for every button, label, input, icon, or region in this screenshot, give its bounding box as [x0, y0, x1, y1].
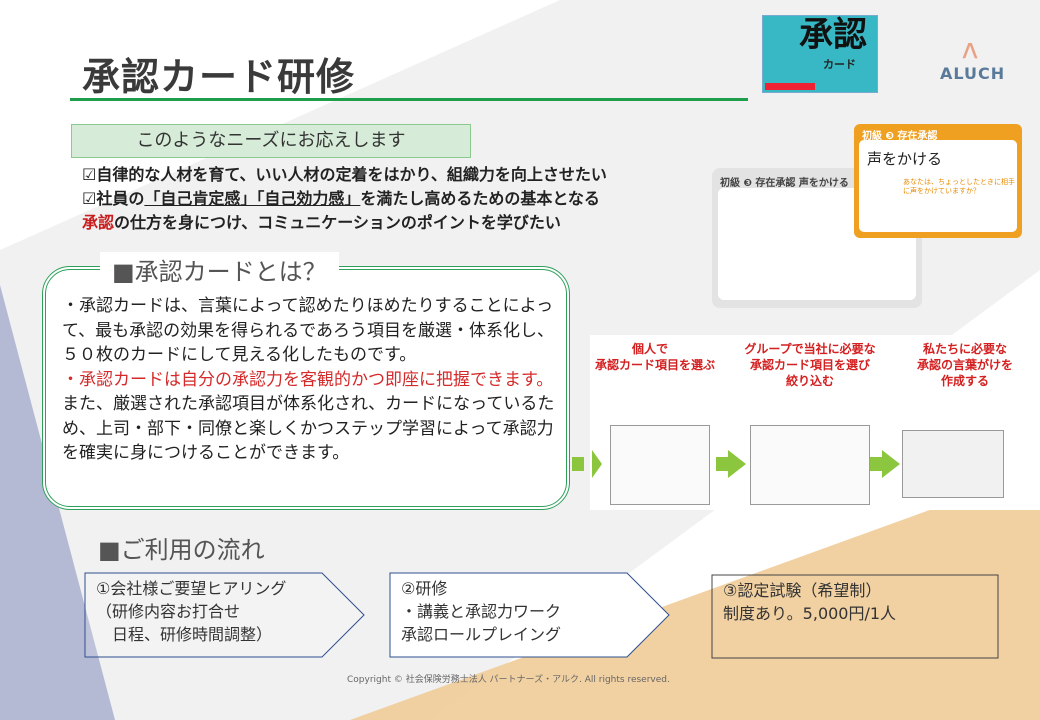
- aluch-logo: ᴧ ALUCH: [940, 32, 1006, 84]
- copyright: Copyright © 社会保険労務士法人 パートナーズ・アルク. All ri…: [347, 675, 670, 685]
- flow-step-1: ①会社様ご要望ヒアリング （研修内容お打合せ 日程、研修時間調整）: [84, 572, 366, 658]
- needs-list: ☑自律的な人材を育て、いい人材の定着をはかり、組織力を向上させたい ☑社員の「自…: [82, 163, 607, 235]
- flow-heading: ■ご利用の流れ: [98, 536, 265, 564]
- ribbon-icon: ᴧ: [961, 32, 979, 65]
- arrow-right-icon: [572, 450, 602, 478]
- workshop-steps-image: 個人で 承認カード項目を選ぶ グループで当社に必要な 承認カード項目を選び 絞り…: [572, 335, 1040, 510]
- what-description: ・承認カードは、言葉によって認めたりほめたりすることによって、最も承認の効果を得…: [62, 296, 555, 463]
- group-illustration: [750, 425, 870, 505]
- step-label: グループで当社に必要な 承認カード項目を選び 絞り込む: [744, 342, 876, 388]
- need-item: ☑社員の「自己肯定感」「自己効力感」を満たし高めるための基本となる: [82, 189, 600, 208]
- book-logo: 承認 カード: [762, 15, 878, 93]
- flow-step-3: ③認定試験（希望制） 制度あり。5,000円/1人: [711, 574, 1001, 659]
- title-divider: [70, 98, 748, 101]
- arrow-right-icon: [716, 450, 746, 478]
- need-item: ☑自律的な人材を育て、いい人材の定着をはかり、組織力を向上させたい: [82, 165, 607, 184]
- page-title: 承認カード研修: [82, 55, 356, 99]
- need-item: 承認の仕方を身につけ、コミュニケーションのポイントを学びたい: [82, 213, 561, 232]
- arrow-right-icon: [870, 450, 900, 478]
- flow-step-2: ②研修 ・講義と承認力ワーク 承認ロールプレイング: [389, 572, 671, 658]
- worksheet-photo: [902, 430, 1004, 498]
- step-label: 私たちに必要な 承認の言葉がけを 作成する: [916, 342, 1013, 388]
- step-label: 個人で 承認カード項目を選ぶ: [595, 342, 716, 372]
- card-back-image: 初級 ❸ 存在承認 声をかける: [712, 168, 922, 308]
- what-heading: ■承認カードとは？: [100, 252, 339, 287]
- needs-heading: このようなニーズにお応えします: [71, 124, 471, 158]
- individual-illustration: [610, 425, 710, 505]
- card-front-image: 初級 ❸ 存在承認 声をかける あなたは、ちょっとしたときに相手に声をかけていま…: [854, 124, 1022, 238]
